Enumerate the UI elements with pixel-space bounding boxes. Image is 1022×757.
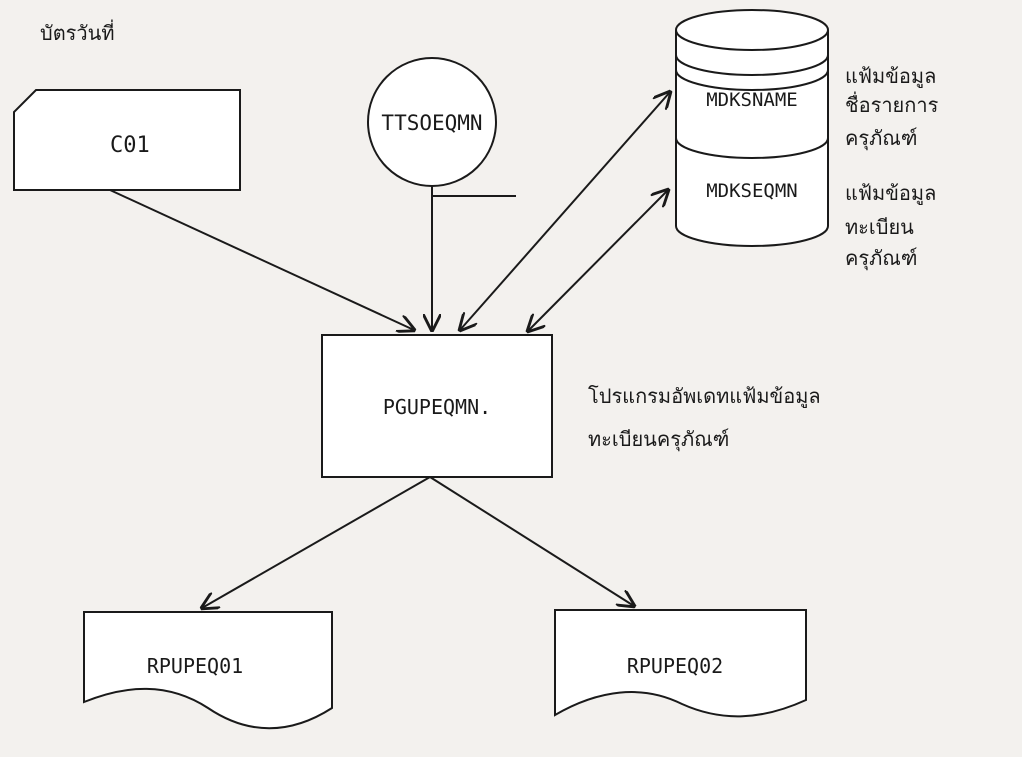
cylinder-band-2 xyxy=(675,69,829,91)
cylinder-body xyxy=(675,30,829,247)
report-document-2-shape xyxy=(554,609,807,718)
process-box: PGUPEQMN. xyxy=(321,334,553,478)
process-note-line-1: โปรแกรมอัพเดทแฟ้มข้อมูล xyxy=(588,384,821,409)
storage-note-bottom: แฟ้มข้อมูล ทะเบียน ครุภัณฑ์ xyxy=(845,181,936,271)
storage-note-top-line-3: ครุภัณฑ์ xyxy=(845,126,917,151)
card-label: C01 xyxy=(110,133,150,158)
report-2-label: RPUPEQ02 xyxy=(627,654,723,678)
process-rect xyxy=(321,334,553,478)
arrow-card-to-process xyxy=(109,189,414,330)
storage-note-bottom-line-1: แฟ้มข้อมูล xyxy=(845,181,936,206)
corner-label: บัตรวันที่ xyxy=(40,19,115,45)
report-1-label: RPUPEQ01 xyxy=(147,654,243,678)
storage-top-label: MDKSNAME xyxy=(706,89,798,111)
storage-bottom-label: MDKSEQMN xyxy=(706,180,798,202)
arrow-process-storage-register xyxy=(528,190,668,331)
storage-note-top-line-2: ชื่อรายการ xyxy=(845,91,939,117)
punched-card-input: C01 xyxy=(13,89,241,191)
storage-note-bottom-line-3: ครุภัณฑ์ xyxy=(845,246,917,271)
process-note-line-2: ทะเบียนครุภัณฑ์ xyxy=(588,427,729,452)
report-document-1-shape xyxy=(83,611,333,730)
cylinder-top xyxy=(675,9,829,51)
storage-note-bottom-line-2: ทะเบียน xyxy=(845,215,914,239)
storage-cylinder: MDKSNAME MDKSEQMN xyxy=(675,9,829,247)
report-document-2: RPUPEQ02 xyxy=(554,609,807,718)
terminal-label: TTSOEQMN xyxy=(381,111,482,135)
terminal-circle: TTSOEQMN xyxy=(367,57,497,187)
report-document-1: RPUPEQ01 xyxy=(83,611,333,730)
process-label: PGUPEQMN. xyxy=(383,395,491,419)
cylinder-divider xyxy=(675,137,829,159)
storage-note-top: แฟ้มข้อมูล ชื่อรายการ ครุภัณฑ์ xyxy=(845,64,939,151)
punched-card-shape xyxy=(13,89,241,191)
arrow-process-to-report-1 xyxy=(202,476,431,608)
cylinder-band-1 xyxy=(675,54,829,76)
arrow-process-to-report-2 xyxy=(429,476,634,606)
storage-note-top-line-1: แฟ้มข้อมูล xyxy=(845,64,936,89)
